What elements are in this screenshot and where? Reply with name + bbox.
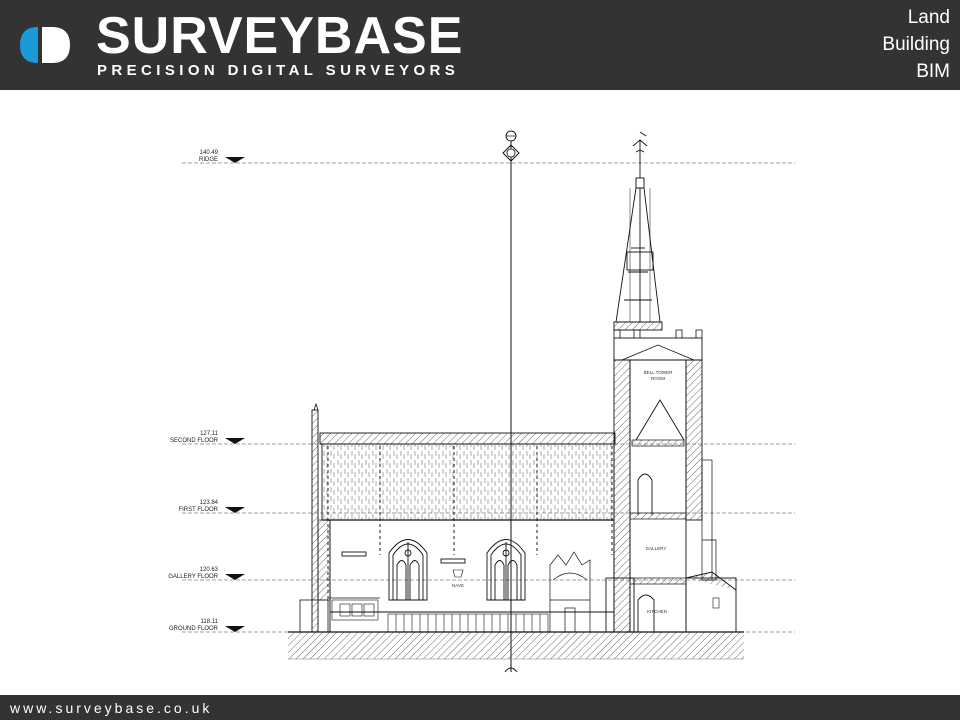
bell-tower: [605, 329, 737, 633]
nave-panelling: [331, 569, 549, 633]
brand-tagline: PRECISION DIGITAL SURVEYORS: [97, 62, 460, 79]
level-triangle-icon: [225, 157, 245, 163]
footer-bar: www.surveybase.co.uk: [0, 695, 960, 720]
gothic-window-left: [388, 539, 428, 601]
level-triangle-icon: [225, 574, 245, 580]
service-land: Land: [907, 7, 950, 28]
church-section-drawing: 140.49 RIDGE 127.11 SECOND FLOOR 123.84 …: [168, 130, 795, 673]
svg-text:FIRST FLOOR: FIRST FLOOR: [178, 507, 218, 513]
svg-text:118.11: 118.11: [201, 619, 219, 625]
surveybase-logo-icon: [20, 27, 70, 63]
level-labels: 140.49 RIDGE 127.11 SECOND FLOOR 123.84 …: [168, 150, 245, 632]
room-labels: BELL TOWER ROOM GALLERY NAVE KITCHEN: [452, 370, 673, 614]
level-ridge: 140.49 RIDGE: [199, 150, 245, 163]
spire: [613, 131, 663, 331]
section-marker-icon: [502, 130, 520, 162]
level-triangle-icon: [225, 438, 245, 444]
gothic-window-right: [486, 539, 526, 601]
svg-text:140.49: 140.49: [200, 150, 219, 156]
nave-roof: [319, 432, 616, 600]
chancel-screen: [549, 551, 591, 633]
svg-text:GALLERY: GALLERY: [646, 546, 667, 551]
ground: [288, 631, 744, 660]
svg-text:SECOND FLOOR: SECOND FLOOR: [170, 438, 219, 444]
svg-text:KITCHEN: KITCHEN: [647, 609, 667, 614]
svg-text:GROUND FLOOR: GROUND FLOOR: [169, 626, 219, 632]
nave-walls: [329, 519, 615, 633]
svg-text:120.63: 120.63: [200, 567, 219, 573]
svg-text:RIDGE: RIDGE: [199, 157, 218, 163]
svg-text:123.84: 123.84: [200, 500, 219, 506]
service-building: Building: [882, 34, 950, 55]
level-lines: [182, 162, 795, 633]
service-bim: BIM: [916, 61, 950, 82]
brand-name: SURVEYBASE: [96, 7, 464, 65]
svg-text:127.11: 127.11: [200, 431, 219, 437]
services-list: Land Building BIM: [882, 4, 950, 85]
svg-text:ROOM: ROOM: [651, 376, 665, 381]
svg-text:NAVE: NAVE: [452, 583, 464, 588]
level-triangle-icon: [225, 507, 245, 513]
level-triangle-icon: [225, 626, 245, 632]
section-line: [502, 130, 520, 673]
website-link[interactable]: www.surveybase.co.uk: [10, 700, 213, 716]
level-ground-floor: 118.11 GROUND FLOOR: [169, 619, 245, 632]
level-second-floor: 127.11 SECOND FLOOR: [170, 431, 245, 444]
level-first-floor: 123.84 FIRST FLOOR: [178, 500, 245, 513]
svg-text:GALLERY FLOOR: GALLERY FLOOR: [168, 574, 218, 580]
svg-text:BELL TOWER: BELL TOWER: [644, 370, 673, 375]
level-gallery-floor: 120.63 GALLERY FLOOR: [168, 567, 245, 580]
header-bar: SURVEYBASE PRECISION DIGITAL SURVEYORS L…: [0, 0, 960, 90]
